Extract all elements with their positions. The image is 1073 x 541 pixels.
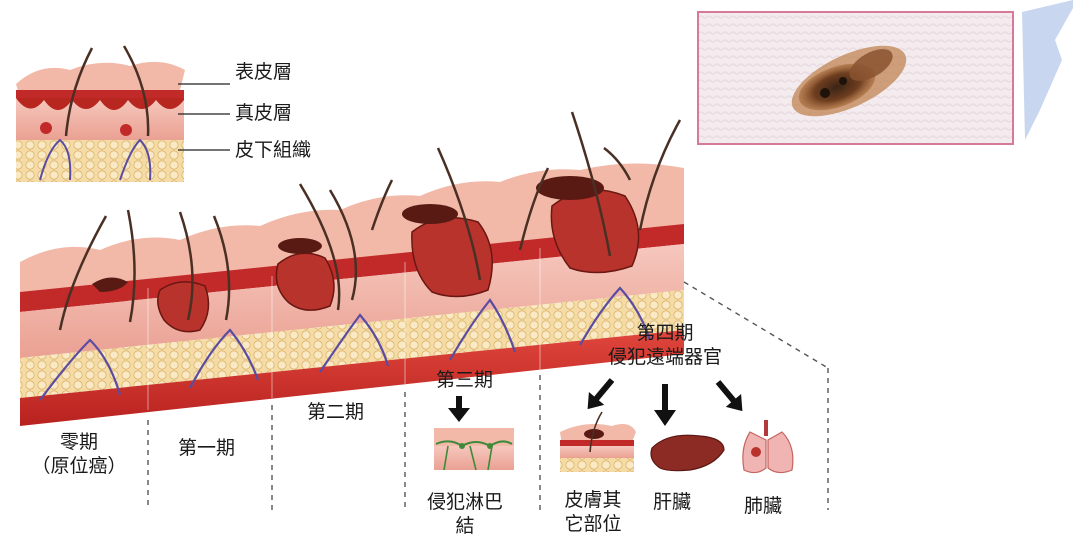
label-liver: 肝臟 xyxy=(653,490,691,514)
label-stage2: 第二期 xyxy=(307,400,364,424)
label-other-skin-line1: 皮膚其 xyxy=(543,488,643,512)
label-stage4-line1: 第四期 xyxy=(580,321,750,345)
small-skin-block xyxy=(16,46,230,182)
blue-accent-shape xyxy=(1022,0,1073,140)
label-other-skin-line2: 它部位 xyxy=(543,512,643,536)
label-epidermis: 表皮層 xyxy=(235,60,292,84)
label-stage4: 第四期 侵犯遠端器官 xyxy=(580,321,750,369)
label-subcutaneous: 皮下組織 xyxy=(235,138,311,162)
lung-illustration xyxy=(743,420,793,473)
liver-illustration xyxy=(651,435,724,470)
label-stage0: 零期 （原位癌） xyxy=(20,430,138,478)
label-lung: 肺臟 xyxy=(744,494,782,518)
other-skin-illustration xyxy=(560,412,636,472)
melanoma-photo xyxy=(697,11,1014,145)
label-lymph-line2: 結 xyxy=(410,514,520,538)
melanoma-photo-image xyxy=(699,13,1012,143)
label-stage0-line2: （原位癌） xyxy=(20,454,138,478)
label-other-skin: 皮膚其 它部位 xyxy=(543,488,643,536)
label-lymph-line1: 侵犯淋巴 xyxy=(410,490,520,514)
label-dermis: 真皮層 xyxy=(235,101,292,125)
tumor-stage4 xyxy=(551,190,638,273)
label-stage1: 第一期 xyxy=(178,436,235,460)
label-stage4-line2: 侵犯遠端器官 xyxy=(580,345,750,369)
label-stage3: 第三期 xyxy=(436,368,493,392)
label-stage0-line1: 零期 xyxy=(20,430,138,454)
lymph-node-illustration xyxy=(434,428,514,470)
label-lymph: 侵犯淋巴 結 xyxy=(410,490,520,538)
